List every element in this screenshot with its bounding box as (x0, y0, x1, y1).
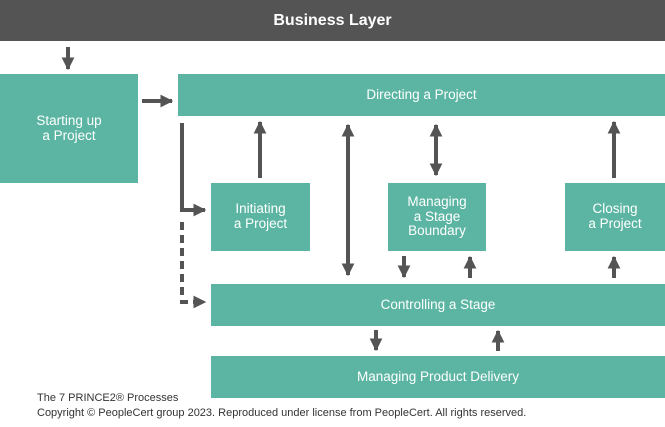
figure-copyright: Copyright © PeopleCert group 2023. Repro… (37, 407, 527, 419)
starting-up-a-project-box: Starting up a Project (0, 74, 138, 183)
initiating-a-project-box: Initiating a Project (211, 183, 310, 251)
controlling-a-stage-box: Controlling a Stage (211, 284, 665, 326)
closing-a-project-box: Closing a Project (565, 183, 665, 251)
managing-a-stage-boundary-box: Managing a Stage Boundary (388, 183, 486, 251)
managing-product-delivery-box: Managing Product Delivery (211, 356, 665, 398)
figure-caption-title: The 7 PRINCE2® Processes (37, 392, 179, 404)
arrow-directing-to-initiating (180, 123, 207, 217)
business-layer-header: Business Layer (0, 0, 665, 41)
arrow-dashed-to-controlling (180, 222, 207, 309)
directing-a-project-box: Directing a Project (178, 74, 665, 116)
business-layer-title: Business Layer (273, 11, 392, 29)
